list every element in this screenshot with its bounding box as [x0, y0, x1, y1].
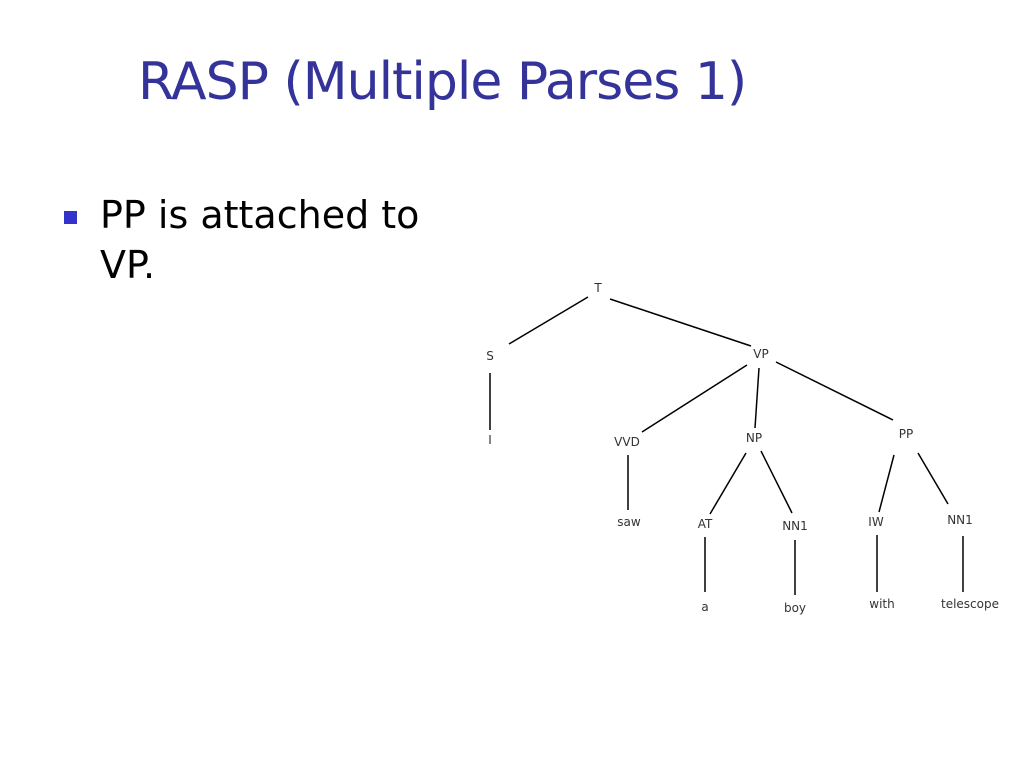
tree-node-s: S: [486, 349, 494, 363]
tree-node-t: T: [593, 281, 602, 295]
tree-node-pp: PP: [899, 427, 913, 441]
tree-node-a: a: [701, 600, 708, 614]
bullet-square-icon: [64, 211, 77, 224]
tree-edges: [489, 296, 964, 595]
tree-labels: T S I VP VVD saw NP AT a NN1 boy PP IW with NN1 telesco…: [486, 281, 999, 615]
tree-node-iw: IW: [868, 515, 884, 529]
tree-edge-t-s: [508, 296, 589, 345]
tree-node-vvd: VVD: [614, 435, 640, 449]
tree-node-np: NP: [746, 431, 762, 445]
tree-node-nn1-boy: NN1: [782, 519, 808, 533]
tree-edge-pp-iw: [878, 454, 895, 513]
tree-node-boy: boy: [784, 601, 806, 615]
tree-edge-vp-np: [754, 367, 760, 429]
tree-node-vp: VP: [753, 347, 768, 361]
tree-node-with: with: [869, 597, 894, 611]
tree-node-at: AT: [698, 517, 713, 531]
tree-node-telescope: telescope: [941, 597, 999, 611]
tree-edge-np-nn1-boy: [760, 450, 793, 514]
tree-node-i: I: [488, 433, 492, 447]
tree-node-saw: saw: [617, 515, 641, 529]
slide-title: RASP (Multiple Parses 1): [138, 52, 747, 112]
tree-edge-vp-vvd: [641, 364, 748, 433]
tree-edge-np-at: [709, 452, 747, 515]
parse-tree: T S I VP VVD saw NP AT a NN1 boy PP IW with NN1 telesco…: [486, 281, 999, 615]
tree-node-nn1-telescope: NN1: [947, 513, 973, 527]
tree-edge-pp-nn1-telescope: [917, 452, 949, 505]
tree-edge-t-vp: [609, 298, 752, 347]
tree-edge-vp-pp: [775, 361, 894, 421]
bullet-text: PP is attached to VP.: [100, 193, 420, 287]
